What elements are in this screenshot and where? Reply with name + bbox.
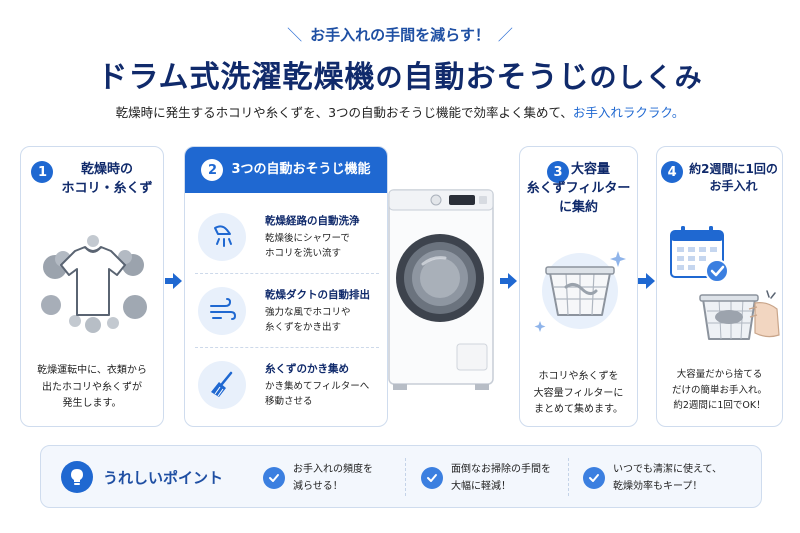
feature-divider — [195, 347, 379, 348]
step-4-number: 4 — [661, 161, 684, 183]
broom-icon — [211, 371, 233, 397]
step-1-title: 乾燥時の ホコリ・糸くず — [61, 161, 152, 199]
feature-title: 乾燥経路の自動洗浄 — [265, 215, 360, 227]
step-1-desc-line-2: 出たホコリや糸くずが — [42, 381, 142, 393]
benefits-bar: うれしいポイント お手入れの頻度を 減らせる！ 面倒なお掃除の手間を 大幅に軽減… — [40, 445, 762, 508]
benefit-text-line: 乾燥効率もキープ！ — [613, 481, 703, 492]
lint-basket-icon — [534, 251, 626, 332]
eyebrow-right-mark: ／ — [497, 26, 513, 44]
step-4-desc-line-2: だけの簡単お手入れ。 — [671, 384, 768, 396]
step-card-3: 3 大容量 糸くずフィルター に集約 ホコリや糸くずを 大容量フィルターに まと… — [519, 146, 638, 427]
feature-icon-wrap — [198, 287, 246, 335]
step-4-title: 約2週間に1回の お手入れ — [689, 161, 778, 196]
feature-desc-line: 糸くずをかき出す — [265, 322, 342, 334]
title-particle-1: の — [375, 63, 404, 94]
step-3-description: ホコリや糸くずを 大容量フィルターに まとめて集めます。 — [520, 369, 637, 419]
eyebrow-text: お手入れの手間を減らす！ — [310, 26, 490, 44]
feature-description: 乾燥後にシャワーで ホコリを洗い流す — [265, 231, 350, 261]
benefit-text: 面倒なお掃除の手間を 大幅に軽減！ — [451, 461, 551, 495]
step-3-desc-line-2: 大容量フィルターに — [533, 387, 624, 399]
step-2-header: 2 3つの自動おそうじ機能 — [185, 147, 387, 193]
step-1-description: 乾燥運転中に、衣類から 出たホコリや糸くずが 発生します。 — [21, 363, 163, 413]
benefit-text-line: 大幅に軽減！ — [451, 481, 511, 492]
check-circle-icon — [583, 467, 605, 489]
subtitle-accent: お手入れラクラク。 — [572, 105, 685, 120]
step-3-title-line-3: に集約 — [558, 199, 598, 215]
benefit-text-line: お手入れの頻度を — [293, 464, 373, 475]
step-2-title: 3つの自動おそうじ機能 — [231, 161, 371, 177]
subtitle-main: 乾燥時に発生するホコリや糸くずを、3つの自動おそうじ機能で効率よく集めて、 — [115, 105, 573, 120]
benefit-item-3: いつでも清潔に使えて、 乾燥効率もキープ！ — [583, 460, 753, 496]
step-3-title-line-1: 大容量 — [570, 162, 610, 177]
feature-description: かき集めてフィルターへ 移動させる — [265, 379, 369, 409]
title-mid: 自動おそうじ — [403, 60, 590, 95]
step-1-desc-line-1: 乾燥運転中に、衣類から — [37, 365, 147, 376]
step-4-header: 4 約2週間に1回の お手入れ — [657, 161, 782, 196]
feature-icon-wrap — [198, 213, 246, 261]
feature-desc-line: 乾燥後にシャワーで — [265, 233, 350, 244]
step-1-title-line-1: 乾燥時の — [80, 162, 133, 177]
page-subtitle: 乾燥時に発生するホコリや糸くずを、3つの自動おそうじ機能で効率よく集めて、お手入… — [0, 102, 800, 121]
title-main: ドラム式洗濯乾燥機 — [97, 60, 376, 95]
feature-desc-line: 移動させる — [265, 396, 313, 408]
page-title: ドラム式洗濯乾燥機の自動おそうじのしくみ — [0, 52, 800, 96]
benefit-item-1: お手入れの頻度を 減らせる！ — [263, 460, 413, 496]
hand-holding-filter-icon — [699, 290, 780, 340]
step-3-header: 3 大容量 — [520, 161, 637, 183]
step-4-desc-line-1: 大容量だから捨てる — [676, 369, 763, 380]
feature-title: 乾燥ダクトの自動排出 — [265, 289, 370, 301]
check-circle-icon — [263, 467, 285, 489]
step-4-title-line-2: お手入れ — [709, 179, 758, 194]
step-3-title: 大容量 — [571, 161, 610, 180]
feature-divider — [195, 273, 379, 274]
drum-washer-dryer-icon — [388, 189, 494, 390]
step-card-1: 1 乾燥時の ホコリ・糸くず 乾燥運転中に、衣類から 出たホコリや糸くずが 発生… — [20, 146, 164, 427]
step-4-title-line-1: 約2週間に1回の — [689, 162, 778, 176]
step-3-title-line-2: 糸くずフィルター — [526, 181, 631, 196]
benefit-item-2: 面倒なお掃除の手間を 大幅に軽減！ — [421, 460, 571, 496]
header-eyebrow: ＼ お手入れの手間を減らす！ ／ — [0, 24, 800, 45]
check-circle-icon — [421, 467, 443, 489]
benefit-text: お手入れの頻度を 減らせる！ — [293, 461, 373, 495]
lightbulb-icon — [61, 461, 93, 493]
benefit-separator — [568, 458, 569, 496]
benefits-label: うれしいポイント — [103, 469, 224, 487]
feature-desc-line: かき集めてフィルターへ — [265, 381, 370, 392]
arrow-right-icon — [500, 273, 517, 289]
feature-item-broom: 糸くずのかき集め かき集めてフィルターへ 移動させる — [185, 351, 387, 421]
step-1-title-line-2: ホコリ・糸くず — [61, 180, 153, 196]
benefit-separator — [405, 458, 406, 496]
step-3-desc-line-1: ホコリや糸くずを — [538, 371, 619, 382]
step-4-description: 大容量だから捨てる だけの簡単お手入れ。 約2週間に1回でOK！ — [657, 367, 782, 414]
arrow-right-icon — [638, 273, 655, 289]
step-1-number: 1 — [31, 161, 54, 183]
arrow-right-icon — [165, 273, 182, 289]
step-3-desc-line-3: まとめて集めます。 — [534, 404, 623, 415]
wind-icon — [210, 298, 237, 320]
feature-title: 糸くずのかき集め — [265, 363, 349, 375]
feature-description: 強力な風でホコリや 糸くずをかき出す — [265, 305, 351, 335]
benefit-text: いつでも清潔に使えて、 乾燥効率もキープ！ — [613, 461, 722, 495]
step-1-desc-line-3: 発生します。 — [62, 398, 122, 409]
step-2-number: 2 — [201, 159, 224, 181]
step-card-2: 2 3つの自動おそうじ機能 乾燥経路の自動洗浄 乾燥後にシャワーで ホコリを洗い… — [184, 146, 388, 427]
feature-icon-wrap — [198, 361, 246, 409]
feature-item-shower: 乾燥経路の自動洗浄 乾燥後にシャワーで ホコリを洗い流す — [185, 203, 387, 273]
title-particle-2: のしくみ — [589, 63, 703, 94]
benefit-text-line: 減らせる！ — [293, 481, 343, 492]
shower-icon — [214, 225, 232, 247]
dusty-tshirt-icon — [41, 235, 147, 333]
feature-desc-line: ホコリを洗い流す — [265, 248, 342, 260]
feature-desc-line: 強力な風でホコリや — [265, 307, 351, 318]
step-card-4: 4 約2週間に1回の お手入れ 大容量だから捨てる だけの簡単お手入れ。 約2週… — [656, 146, 783, 427]
step-1-header: 1 乾燥時の ホコリ・糸くず — [21, 161, 163, 199]
eyebrow-left-mark: ＼ — [287, 26, 303, 44]
step-3-number: 3 — [546, 161, 569, 183]
benefit-text-line: 面倒なお掃除の手間を — [451, 464, 551, 475]
benefit-text-line: いつでも清潔に使えて、 — [613, 464, 722, 475]
step-3-title-rest: 糸くずフィルター に集約 — [520, 180, 637, 218]
feature-item-wind: 乾燥ダクトの自動排出 強力な風でホコリや 糸くずをかき出す — [185, 277, 387, 347]
calendar-check-icon — [670, 226, 729, 283]
step-4-desc-line-3: 約2週間に1回でOK！ — [673, 400, 766, 412]
